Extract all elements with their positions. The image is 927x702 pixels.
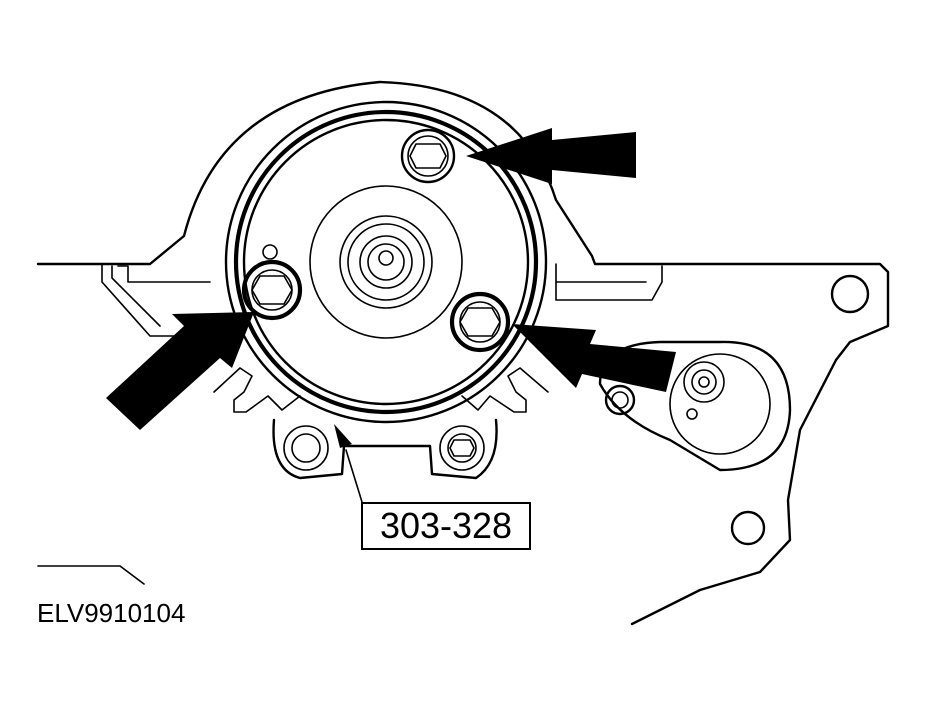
bolt-top xyxy=(400,128,456,184)
tool-body xyxy=(213,367,549,480)
tool-number-label: 303-328 xyxy=(361,502,531,550)
label-leader xyxy=(334,424,363,503)
bolt-icon xyxy=(251,275,293,305)
bolt-icon xyxy=(409,143,447,169)
bolt-icon xyxy=(459,307,501,337)
tool-number-text: 303-328 xyxy=(379,505,513,546)
bolt-left xyxy=(241,259,303,321)
pump-housing xyxy=(224,100,548,424)
arrow-icon xyxy=(512,324,676,392)
figure-id: ELV9910104 xyxy=(37,598,186,628)
bolt-right xyxy=(449,291,511,353)
arrow-icon xyxy=(106,312,254,430)
arrow-icon xyxy=(466,128,636,184)
engine-block-outline xyxy=(36,80,890,626)
tensioner-pulley xyxy=(598,274,870,546)
